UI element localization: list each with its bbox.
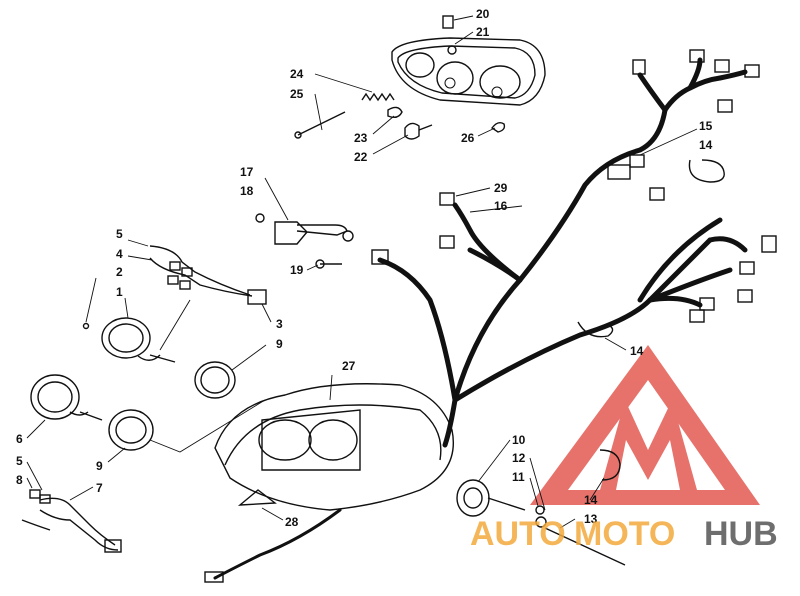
bracket-part-17 <box>274 221 348 245</box>
callout-10: 10 <box>512 433 526 447</box>
callout-14-lower: 14 <box>584 493 598 507</box>
callout-21: 21 <box>476 25 490 39</box>
callout-2: 2 <box>116 265 123 279</box>
connector-top-1 <box>632 59 646 75</box>
dash-panel <box>204 374 454 583</box>
callout-23: 23 <box>354 131 368 145</box>
ring-part-9-upper <box>194 361 236 399</box>
screw-part-25 <box>297 111 346 136</box>
callout-3: 3 <box>276 317 283 331</box>
main-harness-trunk <box>452 107 668 403</box>
speed-sensor <box>456 439 626 566</box>
speedometer-assembly <box>21 374 266 553</box>
connector-right-1 <box>649 187 665 201</box>
strap-part-14-mid <box>577 321 614 338</box>
callout-29: 29 <box>494 181 508 195</box>
connector-right-2 <box>761 235 777 253</box>
spring-part-24 <box>361 92 395 102</box>
panel-part-27 <box>214 383 454 511</box>
callout-16: 16 <box>494 199 508 213</box>
callout-8: 8 <box>16 473 23 487</box>
washer-part-11 <box>535 505 545 515</box>
callout-18: 18 <box>240 184 254 198</box>
gauge-part-1 <box>101 317 151 359</box>
headlight-pod <box>294 15 546 155</box>
connector-top-3 <box>714 59 730 73</box>
connector-15 <box>607 164 631 180</box>
callout-5-upper: 5 <box>116 227 123 241</box>
connector-top-5 <box>717 99 733 113</box>
callout-20: 20 <box>476 7 490 21</box>
callout-labels: 20 21 24 25 23 22 26 15 14 17 18 29 16 1… <box>16 7 713 529</box>
callout-12: 12 <box>512 451 526 465</box>
connector-top-2 <box>689 49 705 63</box>
cap-part-10 <box>456 479 490 517</box>
bulb-part-26 <box>490 121 506 133</box>
tachometer-assembly <box>82 239 272 399</box>
logo-m-shape <box>600 400 697 490</box>
callout-25: 25 <box>290 87 304 101</box>
callout-4: 4 <box>116 247 123 261</box>
callout-19: 19 <box>290 263 304 277</box>
strap-part-14-top <box>688 159 725 183</box>
connector-part-3 <box>247 289 267 305</box>
callout-11: 11 <box>512 470 525 484</box>
wire-harness <box>371 49 777 448</box>
nut-part-12 <box>535 516 547 528</box>
callout-24: 24 <box>290 67 304 81</box>
watermark-moto: MOTO <box>574 515 675 553</box>
clip-part-20 <box>442 15 454 29</box>
callout-26: 26 <box>461 131 475 145</box>
watermark-hub: HUB <box>704 515 778 553</box>
callout-7: 7 <box>96 481 103 495</box>
decal-part-28 <box>237 489 277 506</box>
connector-part-7 <box>104 539 122 553</box>
connector-top-4 <box>744 64 760 78</box>
logo-triangle-outer <box>530 345 760 505</box>
watermark-auto: AUTO <box>470 515 566 553</box>
callout-17: 17 <box>240 165 254 179</box>
callout-9-lower: 9 <box>96 459 103 473</box>
watermark-text: AUTO MOTO HUB <box>470 515 778 553</box>
gauge-part-6 <box>30 374 80 420</box>
callout-28: 28 <box>285 515 299 529</box>
mounting-bracket <box>255 177 354 271</box>
callout-22: 22 <box>354 150 368 164</box>
callout-13: 13 <box>584 512 598 526</box>
callout-27: 27 <box>342 359 356 373</box>
callout-6: 6 <box>16 432 23 446</box>
ring-part-9-lower <box>108 409 154 451</box>
callout-1: 1 <box>116 285 123 299</box>
callout-15: 15 <box>699 119 713 133</box>
callout-14-mid: 14 <box>630 344 644 358</box>
socket-part-22 <box>404 122 420 140</box>
watermark-logo <box>530 345 760 505</box>
callout-9-upper: 9 <box>276 337 283 351</box>
callout-14-top: 14 <box>699 138 713 152</box>
callout-5-lower: 5 <box>16 454 23 468</box>
cable-part-13 <box>544 527 626 566</box>
clip-part-14-lower <box>599 449 621 481</box>
